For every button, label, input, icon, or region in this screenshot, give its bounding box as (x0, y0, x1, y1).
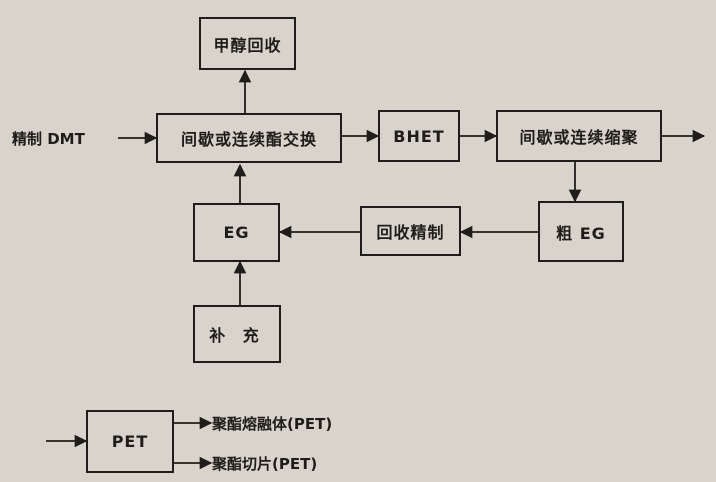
node-bhet: BHET (378, 110, 460, 162)
node-crude-eg: 粗 EG (538, 201, 624, 262)
node-recovery-refining: 回收精制 (360, 206, 461, 256)
legend-label-chips: 聚酯切片(PET) (212, 455, 318, 473)
input-label-dmt: 精制 DMT (12, 130, 85, 148)
node-makeup: 补 充 (193, 305, 281, 363)
legend-label-melt: 聚酯熔融体(PET) (212, 415, 333, 433)
node-eg: EG (193, 203, 280, 262)
node-transesterification: 间歇或连续酯交换 (156, 113, 342, 163)
node-polycondensation: 间歇或连续缩聚 (496, 110, 662, 162)
node-methanol-recovery: 甲醇回收 (199, 17, 296, 70)
legend-node-pet: PET (86, 410, 174, 473)
